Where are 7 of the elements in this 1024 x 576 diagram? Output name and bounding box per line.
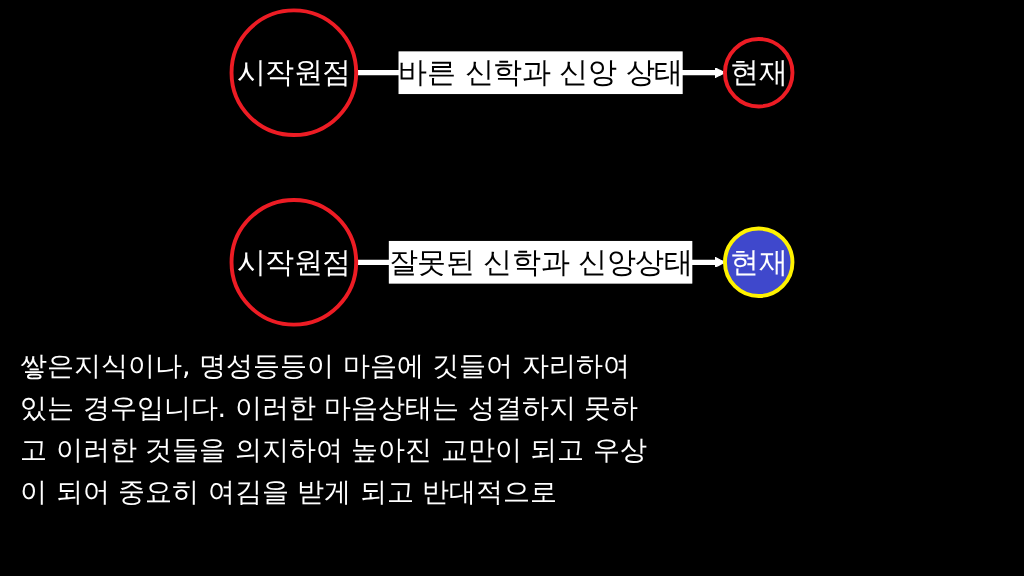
paragraph-text: 쌓은지식이나, 명성등등이 마음에 깃들어 자리하여 있는 경우입니다. 이러한 마음상태는 성결하지 못하고 이러한 것들을 의지하여 높아진 교만이 되고 우상이 되어 중요히 여김을 받게 되고 반대적으로 bbox=[20, 350, 648, 507]
node-circle: 시작원점 bbox=[229, 8, 359, 137]
node-circle: 현재 bbox=[723, 37, 795, 109]
edge-label: 바른 신학과 신앙 상태 bbox=[398, 56, 683, 89]
edge-label: 잘못된 신학과 신앙상태 bbox=[388, 246, 693, 279]
node-circle: 현재 bbox=[723, 226, 795, 298]
node-circle: 시작원점 bbox=[229, 198, 359, 327]
